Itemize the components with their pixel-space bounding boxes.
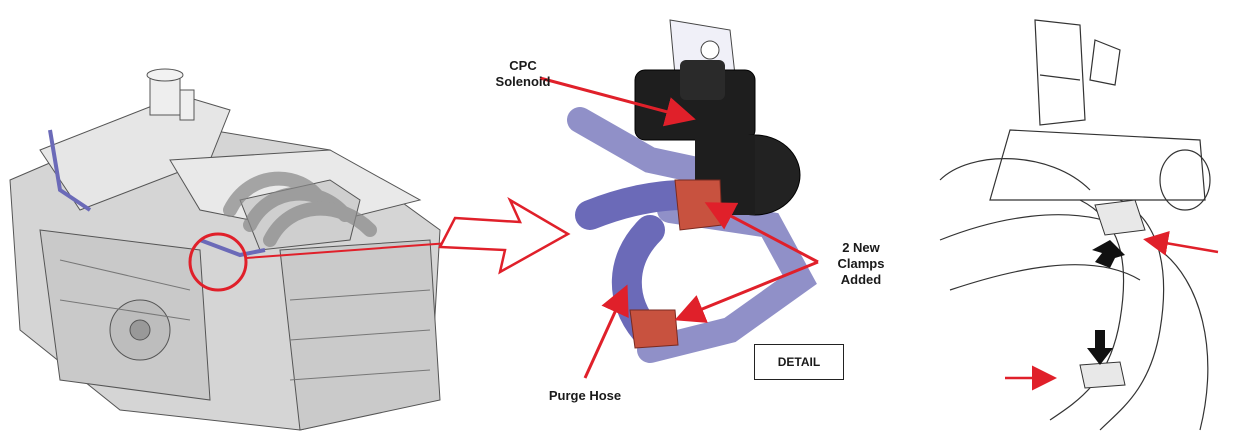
cpc-label-line1: CPC xyxy=(509,58,537,73)
cpc-label-line2: Solenoid xyxy=(495,74,551,89)
purge-hose-label: Purge Hose xyxy=(548,388,622,403)
clamps-label-line1: 2 New xyxy=(842,240,880,255)
engine-illustration xyxy=(0,0,470,437)
clamps-added-label: 2 New Clamps Added xyxy=(826,240,896,288)
detail-label-box: DETAIL xyxy=(754,344,844,380)
clamps-label-line2: Clamps xyxy=(837,256,885,271)
clamp-line-drawing xyxy=(930,0,1244,437)
cpc-solenoid-label: CPC Solenoid xyxy=(488,58,558,90)
clamps-label-line3: Added xyxy=(840,272,882,287)
